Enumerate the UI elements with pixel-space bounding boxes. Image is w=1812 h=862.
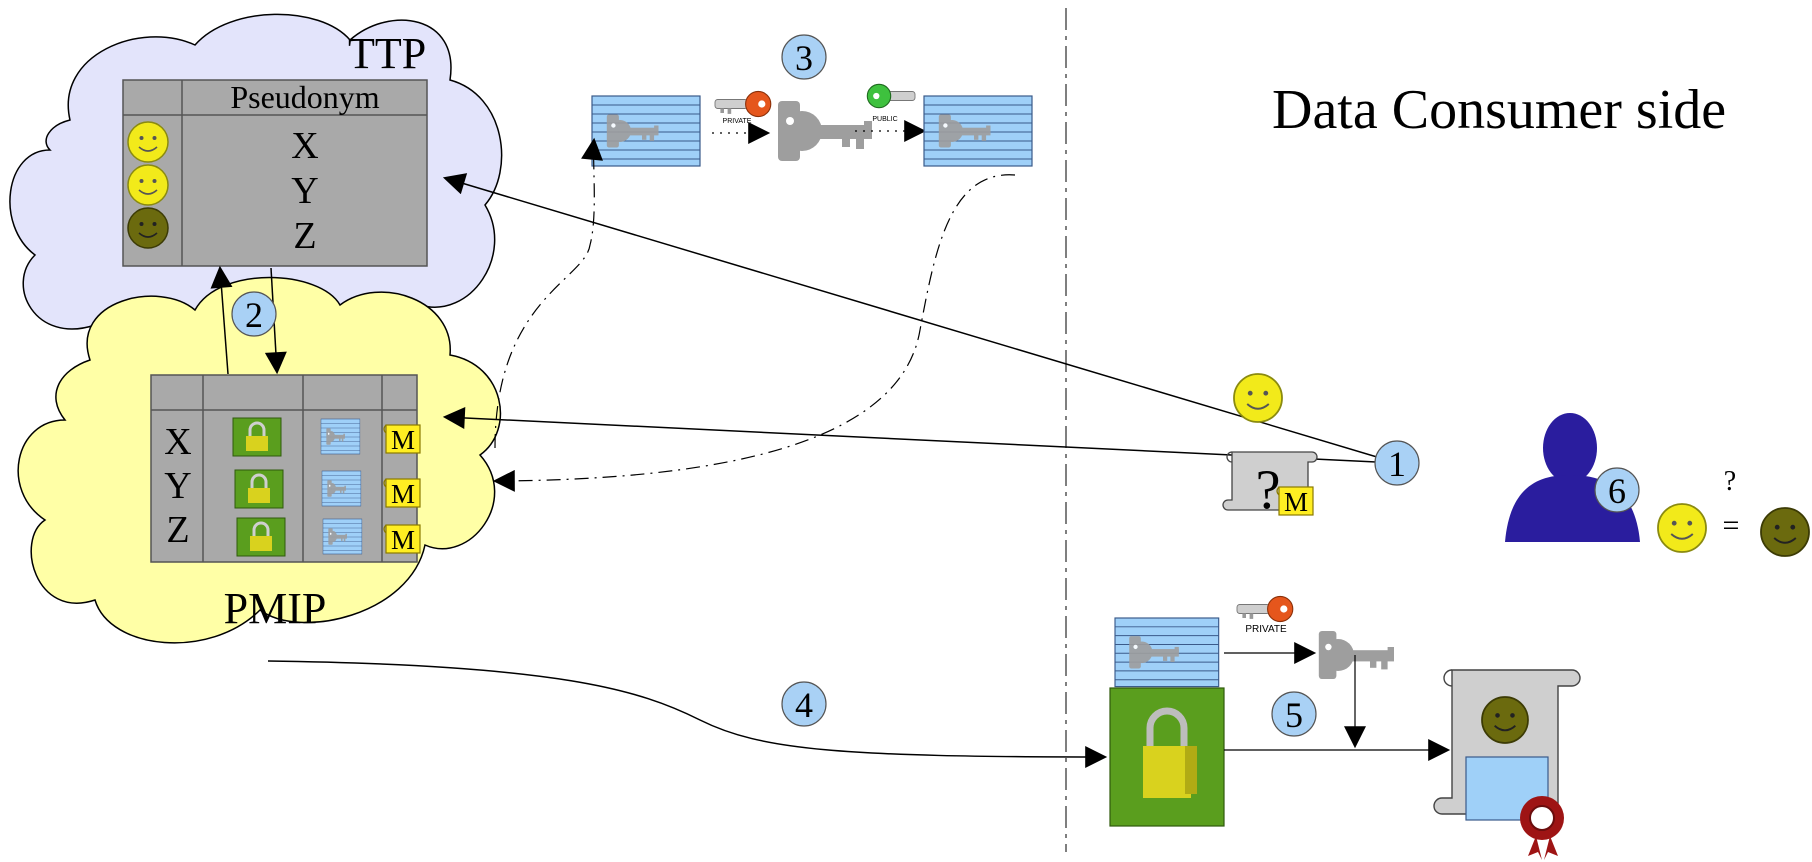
identity-record-smiley-icon (1760, 507, 1810, 557)
public-key-icon (866, 83, 916, 109)
ttp-smiley-2-icon (127, 164, 169, 206)
step-badge-1: 1 (1374, 440, 1420, 486)
data-consumer-side-title: Data Consumer side (1272, 79, 1726, 141)
private-key-icon-5 (1236, 595, 1294, 623)
pmip-data-table: X Y Z M M M (150, 374, 421, 563)
received-encrypted-key-icon (1115, 618, 1219, 687)
svg-text:3: 3 (795, 38, 813, 78)
wax-seal-icon (1520, 796, 1564, 860)
svg-text:M: M (391, 479, 415, 509)
ttp-label: TTP (348, 29, 426, 78)
decrypted-record-scroll-icon (1433, 669, 1581, 821)
pmip-metadata-x-icon: M (383, 424, 421, 455)
pmip-metadata-z-icon: M (383, 524, 421, 555)
ttp-smiley-1-icon (127, 121, 169, 163)
pmip-lock-x-icon (231, 416, 283, 458)
svg-text:M: M (391, 525, 415, 555)
received-locked-data-icon (1109, 687, 1225, 827)
request-scroll-icon: ? M (1222, 451, 1318, 521)
identity-equals-sign: = (1723, 509, 1740, 542)
record-owner-smiley-icon (1481, 696, 1529, 744)
private-key-label-5: PRIVATE (1245, 624, 1287, 635)
pmip-row-y: Y (164, 465, 191, 507)
svg-text:2: 2 (245, 295, 263, 335)
pmip-lock-z-icon (235, 516, 287, 558)
decrypted-key-icon (778, 101, 872, 161)
step-badge-6: 6 (1594, 467, 1640, 513)
consumer-decrypted-key-icon (1318, 631, 1394, 679)
ttp-smiley-3-icon (127, 207, 169, 249)
step-badge-2: 2 (231, 291, 277, 337)
step-badge-4: 4 (781, 681, 827, 727)
pmip-encrypted-x-icon (321, 419, 360, 454)
encrypted-key-doc-left-icon (592, 96, 700, 166)
pmip-label: PMIP (224, 584, 327, 633)
arrow-pmip-to-ttp (210, 265, 233, 375)
private-key-label-3: PRIVATE (723, 118, 752, 125)
encrypted-key-doc-right-icon (924, 96, 1032, 166)
pmip-row-z: Z (166, 509, 189, 551)
identity-question-mark: ? (1724, 466, 1736, 497)
identity-known-smiley-icon (1657, 503, 1707, 553)
public-key-label-3: PUBLIC (872, 116, 897, 123)
step-badge-3: 3 (781, 34, 827, 80)
pmip-encrypted-y-icon (322, 471, 361, 506)
request-smiley-icon (1233, 373, 1283, 423)
request-question-mark: ? (1256, 459, 1281, 521)
ttp-pseudonym-table: Pseudonym X Y Z (122, 79, 428, 267)
step-badge-5: 5 (1271, 691, 1317, 737)
svg-text:5: 5 (1285, 695, 1303, 735)
ttp-row-x: X (291, 125, 318, 167)
ttp-row-y: Y (291, 170, 318, 212)
svg-text:6: 6 (1608, 471, 1626, 511)
svg-text:4: 4 (795, 685, 813, 725)
dashdot-step3-to-pmip (492, 174, 1016, 492)
pmip-lock-y-icon (233, 468, 285, 510)
arrow-pmip-to-consumer (267, 660, 1108, 768)
arrow-request-to-ttp (442, 173, 1398, 464)
pmip-encrypted-z-icon (323, 519, 362, 554)
ttp-row-z: Z (293, 215, 316, 257)
private-key-icon (714, 90, 772, 118)
pmip-metadata-y-icon: M (383, 478, 421, 509)
pmip-row-x: X (164, 421, 191, 463)
ttp-table-header: Pseudonym (230, 79, 379, 115)
svg-text:M: M (1284, 487, 1308, 517)
dashdot-pmip-to-step3 (494, 137, 603, 449)
svg-text:1: 1 (1388, 444, 1406, 484)
svg-text:M: M (391, 425, 415, 455)
